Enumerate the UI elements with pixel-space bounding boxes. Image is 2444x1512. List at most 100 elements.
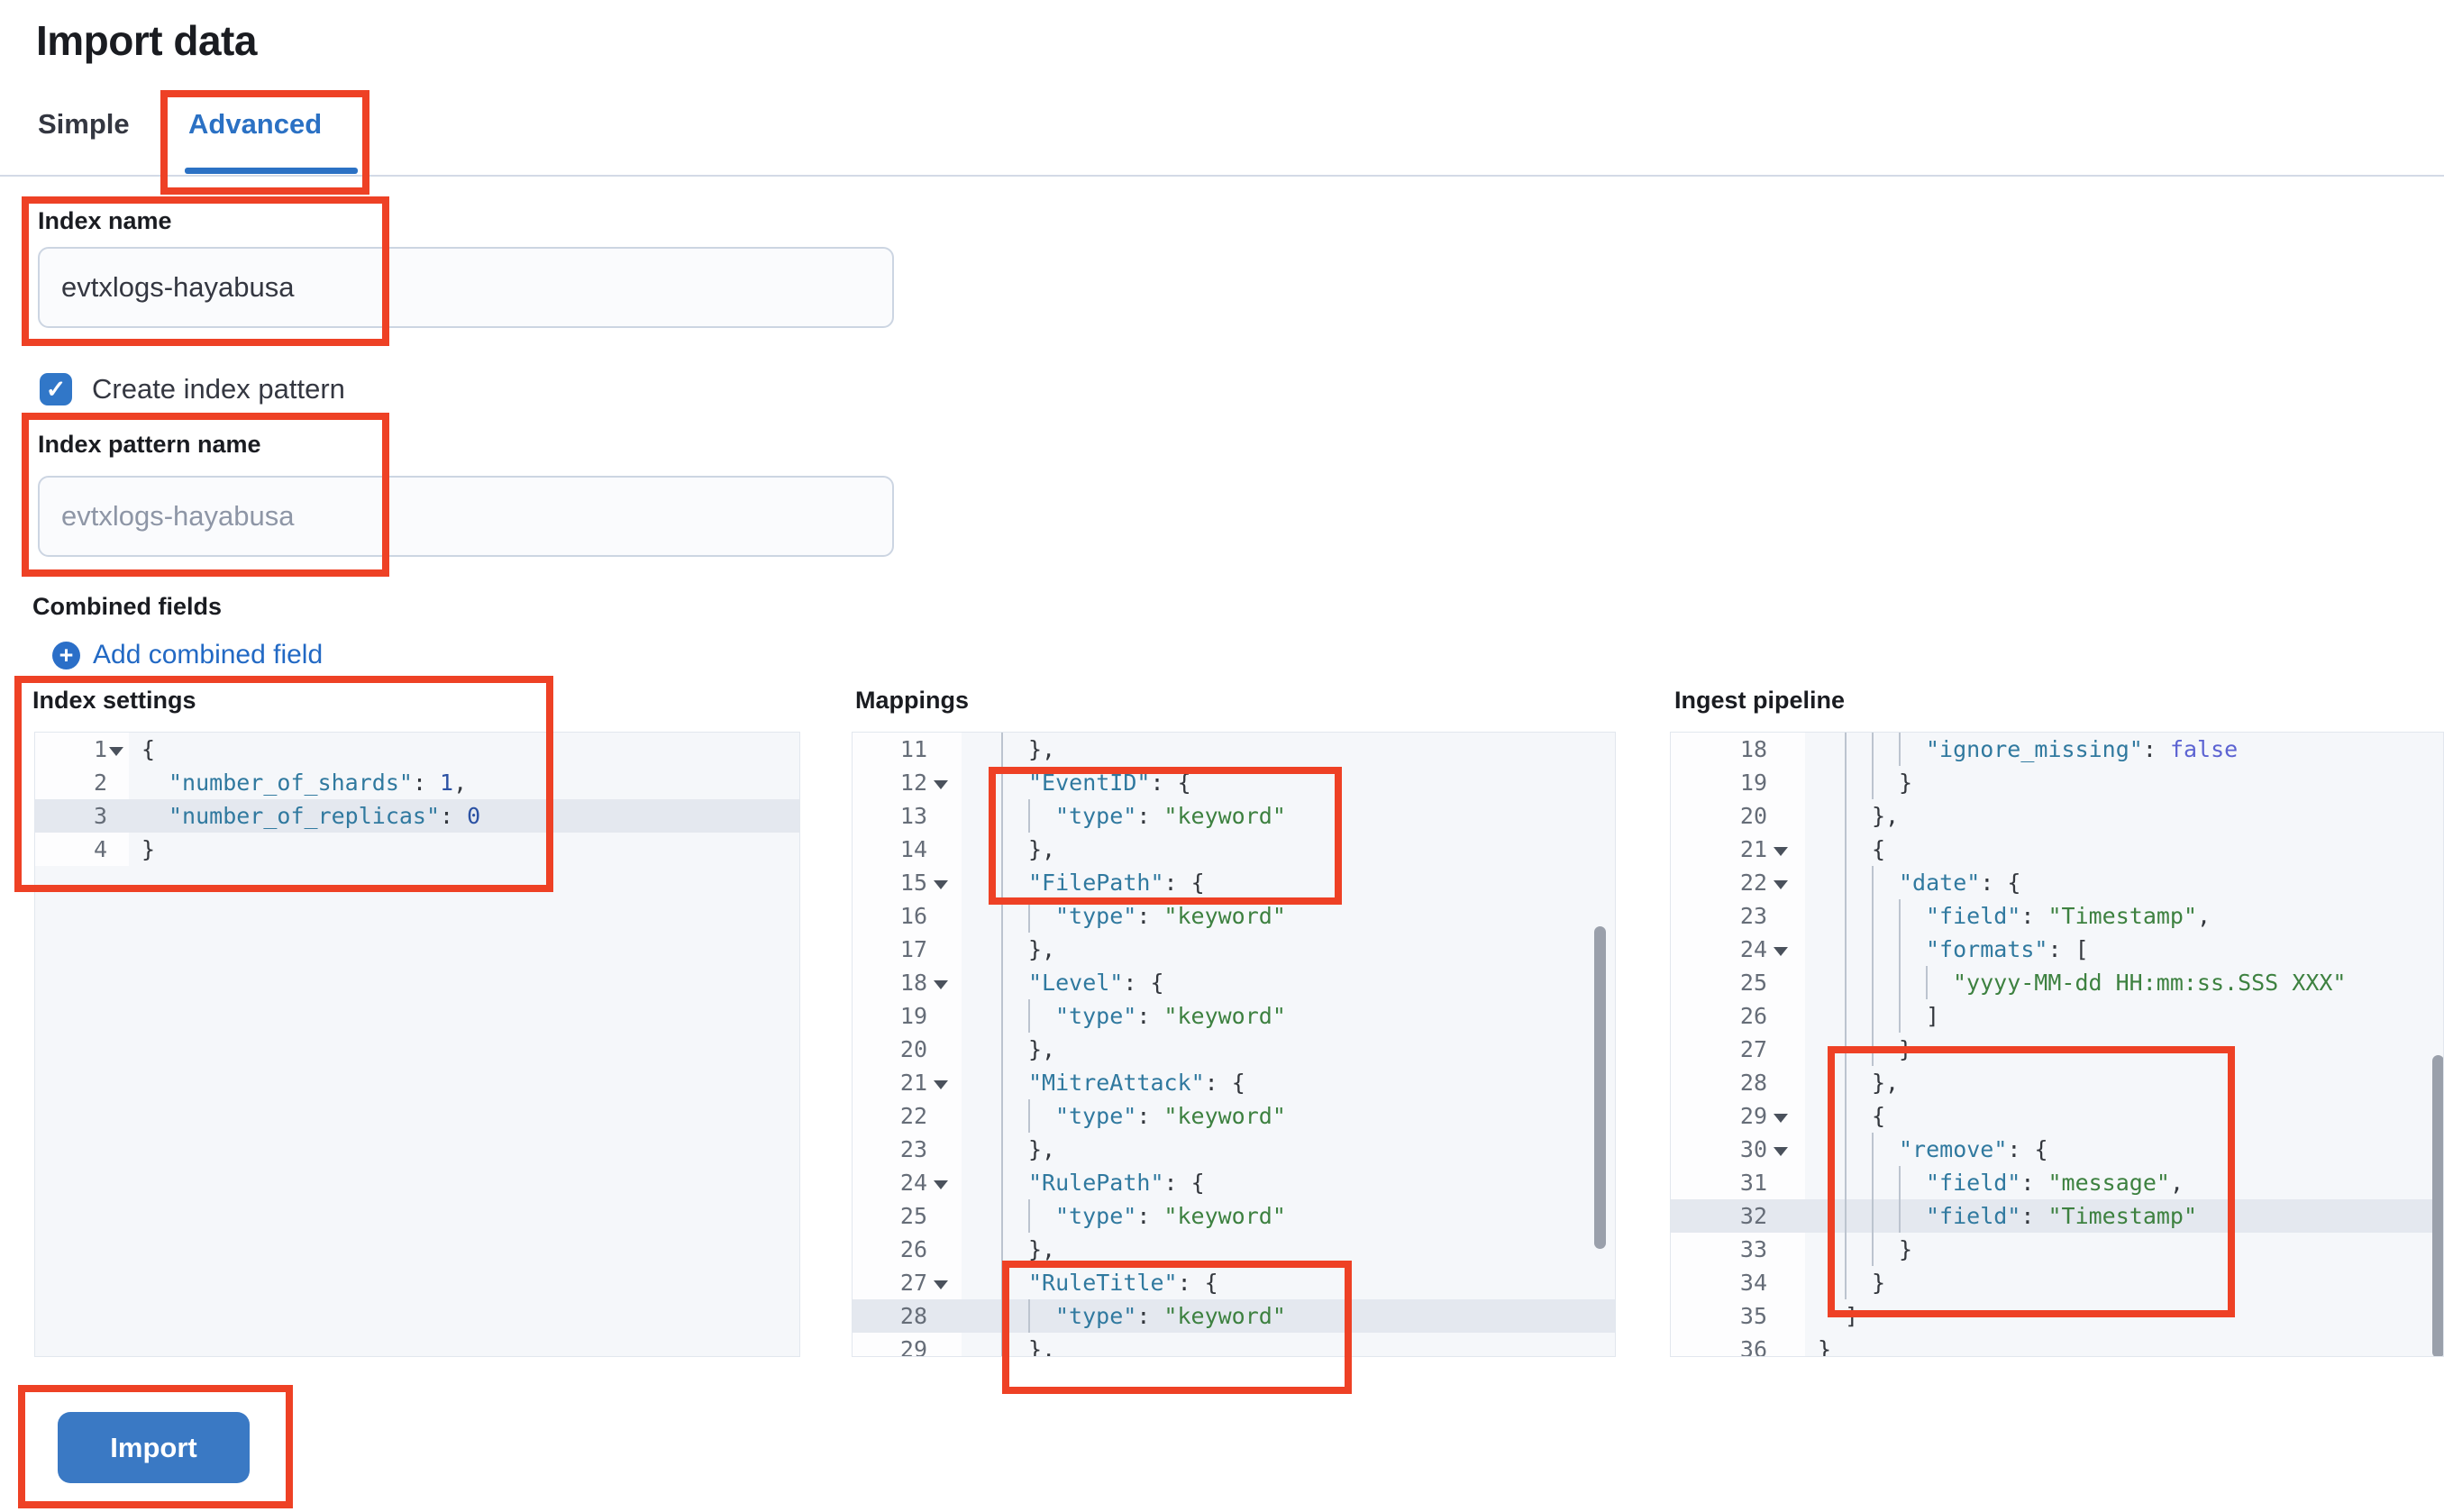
create-index-pattern-label: Create index pattern [92,373,345,405]
fold-arrow-icon[interactable] [1774,847,1788,856]
indent-guide [1001,1266,1003,1299]
code-line: 32"field": "Timestamp" [1671,1199,2443,1233]
indent-guide [1845,1033,1847,1066]
indent-guide [1001,1033,1003,1066]
code-line: 24"formats": [ [1671,933,2443,966]
indent-guide [1872,1199,1874,1233]
fold-arrow-icon[interactable] [934,1080,948,1089]
line-number: 36 [1739,1336,1767,1357]
index-name-input[interactable] [38,247,894,328]
code-line: 31"field": "message", [1671,1166,2443,1199]
indent-guide [1845,866,1847,899]
indent-guide [1872,999,1874,1033]
code-line: 27} [1671,1033,2443,1066]
indent-guide [1872,966,1874,999]
line-number: 21 [1739,836,1767,862]
line-number: 3 [93,803,107,829]
add-combined-field-link[interactable]: + Add combined field [52,640,323,670]
line-number: 32 [1739,1203,1767,1229]
indent-guide [1845,733,1847,766]
annotation-advanced-tab-highlight [160,90,369,195]
code-line: 15"FilePath": { [853,866,1615,899]
indent-guide [1845,1166,1847,1199]
fold-arrow-icon[interactable] [934,1180,948,1189]
code-area[interactable]: 11},12"EventID": {13"type": "keyword"14}… [853,733,1615,1356]
code-line: 18"ignore_missing": false [1671,733,2443,766]
indent-guide [1001,1166,1003,1199]
indent-guide [1872,899,1874,933]
indent-guide [1845,899,1847,933]
combined-fields-label: Combined fields [32,593,223,620]
code-line: 30"remove": { [1671,1133,2443,1166]
code-line: 1{ [35,733,799,766]
indent-guide [1845,766,1847,799]
code-line: 23}, [853,1133,1615,1166]
indent-guide [1028,1299,1030,1333]
indent-guide [1001,1199,1003,1233]
line-number: 4 [93,836,107,862]
fold-arrow-icon[interactable] [934,780,948,789]
index-settings-editor: 1{2"number_of_shards": 1,3"number_of_rep… [34,732,800,1357]
indent-guide [1001,899,1003,933]
line-number: 2 [93,770,107,796]
code-line: 16"type": "keyword" [853,899,1615,933]
code-line: 2"number_of_shards": 1, [35,766,799,799]
fold-arrow-icon[interactable] [109,747,123,756]
vertical-scrollbar-thumb[interactable] [1594,926,1606,1249]
code-area[interactable]: 1{2"number_of_shards": 1,3"number_of_rep… [35,733,799,1356]
indent-guide [1845,1199,1847,1233]
indent-guide [1845,1233,1847,1266]
code-line: 26] [1671,999,2443,1033]
code-line: 18"Level": { [853,966,1615,999]
code-line: 13"type": "keyword" [853,799,1615,833]
indent-guide [1028,899,1030,933]
fold-arrow-icon[interactable] [934,980,948,989]
line-number: 21 [899,1070,927,1096]
code-line: 25"type": "keyword" [853,1199,1615,1233]
code-line: 12"EventID": { [853,766,1615,799]
fold-arrow-icon[interactable] [1774,1147,1788,1156]
code-line: 33} [1671,1233,2443,1266]
indent-guide [1899,733,1901,766]
line-number: 26 [899,1236,927,1262]
fold-arrow-icon[interactable] [1774,880,1788,889]
tab-advanced[interactable]: Advanced [188,108,323,140]
fold-arrow-icon[interactable] [934,880,948,889]
indent-guide [1001,966,1003,999]
indent-guide [1845,799,1847,833]
index-settings-label: Index settings [32,687,196,714]
line-number: 29 [1739,1103,1767,1129]
active-tab-underline [185,168,358,174]
indent-guide [1872,1166,1874,1199]
code-line: 22"type": "keyword" [853,1099,1615,1133]
code-line: 11}, [853,733,1615,766]
index-pattern-name-input[interactable] [38,476,894,557]
import-button[interactable]: Import [58,1412,250,1483]
fold-arrow-icon[interactable] [1774,1114,1788,1123]
code-line: 3"number_of_replicas": 0 [35,799,799,833]
line-number: 18 [899,970,927,996]
indent-guide [1001,1299,1003,1333]
tab-simple[interactable]: Simple [38,108,130,140]
vertical-scrollbar-thumb[interactable] [2432,1055,2443,1356]
fold-arrow-icon[interactable] [934,1280,948,1289]
code-line: 29}, [853,1333,1615,1356]
create-index-pattern-checkbox[interactable]: ✓ [40,373,72,405]
code-line: 19"type": "keyword" [853,999,1615,1033]
indent-guide [1899,1199,1901,1233]
indent-guide [1001,799,1003,833]
line-number: 15 [899,870,927,896]
index-pattern-name-label: Index pattern name [38,431,261,458]
code-line: 23"field": "Timestamp", [1671,899,2443,933]
indent-guide [1028,1199,1030,1233]
plus-in-circle-icon: + [52,641,80,669]
indent-guide [1845,1099,1847,1133]
indent-guide [1001,999,1003,1033]
indent-guide [1001,1133,1003,1166]
index-name-label: Index name [38,207,172,234]
indent-guide [1028,999,1030,1033]
fold-arrow-icon[interactable] [1774,947,1788,956]
indent-guide [1899,966,1901,999]
